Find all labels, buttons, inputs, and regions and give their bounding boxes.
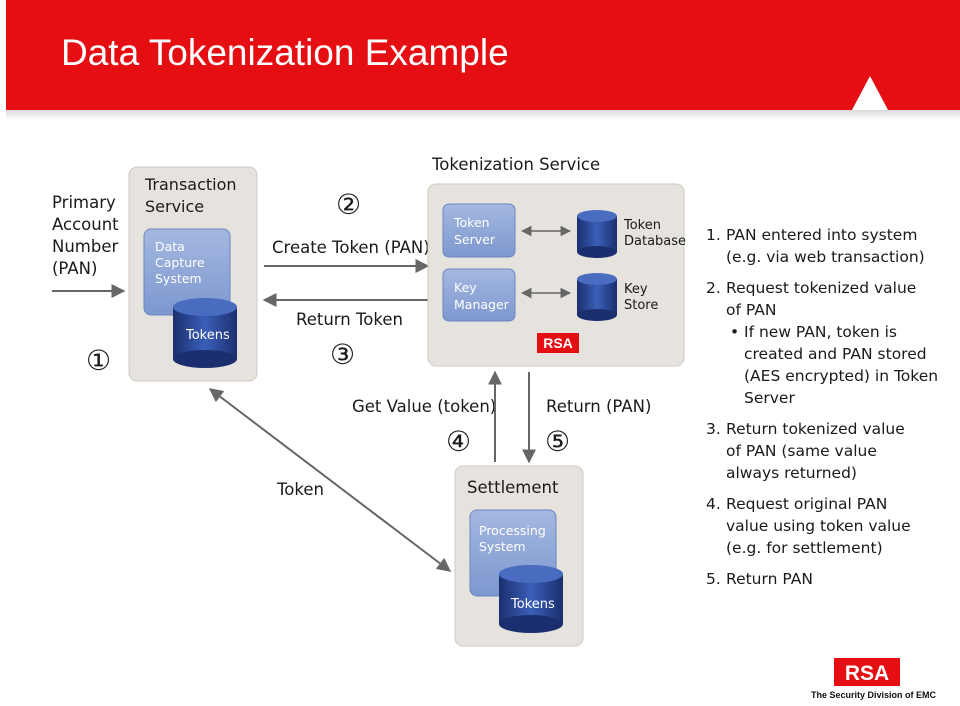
transaction-service-title: Transaction Service xyxy=(144,175,242,216)
token-flow-arrow xyxy=(208,388,452,572)
transaction-service-panel: Transaction Service Data Capture System … xyxy=(128,166,258,382)
step-2: 2. Request tokenized value of PAN If new… xyxy=(706,277,956,409)
settlement-title: Settlement xyxy=(467,478,559,497)
key-store-icon xyxy=(577,273,617,321)
token-server-box xyxy=(442,203,516,258)
step-marker-5: ⑤ xyxy=(545,425,570,458)
token-server-label: Token Server xyxy=(453,215,496,247)
tokens-database-icon xyxy=(173,298,237,368)
key-manager-label: Key Manager xyxy=(454,280,510,312)
data-capture-system-label: Data Capture System xyxy=(155,239,209,286)
step-4: 4. Request original PAN value using toke… xyxy=(706,495,911,557)
key-manager-box xyxy=(442,268,516,322)
return-pan-label: Return (PAN) xyxy=(546,397,651,416)
step-marker-4: ④ xyxy=(446,425,471,458)
token-flow-label: Token xyxy=(276,480,324,499)
svg-text:RSA: RSA xyxy=(845,662,889,685)
tokenization-service-panel: Token Server Key Manager Token Database … xyxy=(427,183,686,367)
settlement-panel: Settlement Processing System Tokens xyxy=(454,465,584,647)
page-title: Data Tokenization Example xyxy=(61,32,509,73)
tokens-db-label: Tokens xyxy=(185,328,230,343)
steps-list: 1. PAN entered into system (e.g. via web… xyxy=(706,224,956,599)
step-5: 5. Return PAN xyxy=(706,570,813,588)
return-token-label: Return Token xyxy=(296,310,403,329)
banner-notch xyxy=(852,76,888,110)
token-database-icon xyxy=(577,210,617,258)
processing-system-label: Processing System xyxy=(479,523,550,554)
tokenization-service-title: Tokenization Service xyxy=(431,155,600,174)
settlement-tokens-database-icon xyxy=(499,565,563,633)
step-1: 1. PAN entered into system (e.g. via web… xyxy=(706,226,925,266)
primary-account-label: Primary Account Number (PAN) xyxy=(52,193,124,278)
key-store-label: Key Store xyxy=(624,282,658,313)
rsa-logo: RSA xyxy=(537,333,579,353)
step-marker-3: ③ xyxy=(330,338,355,371)
step-marker-1: ① xyxy=(86,344,111,377)
step-3: 3. Return tokenized value of PAN (same v… xyxy=(706,420,905,482)
token-database-label: Token Database xyxy=(623,218,686,249)
svg-text:RSA: RSA xyxy=(543,335,573,351)
get-value-label: Get Value (token) xyxy=(352,397,496,416)
step-marker-2: ② xyxy=(336,188,361,221)
footer-tagline: The Security Division of EMC xyxy=(811,690,937,700)
step-2-bullet: If new PAN, token is created and PAN sto… xyxy=(726,321,956,409)
title-banner: Data Tokenization Example xyxy=(6,0,960,110)
settlement-tokens-label: Tokens xyxy=(510,597,555,612)
create-token-label: Create Token (PAN) xyxy=(272,238,430,257)
banner-shadow xyxy=(6,110,960,120)
footer-rsa-logo: RSA xyxy=(834,658,900,686)
